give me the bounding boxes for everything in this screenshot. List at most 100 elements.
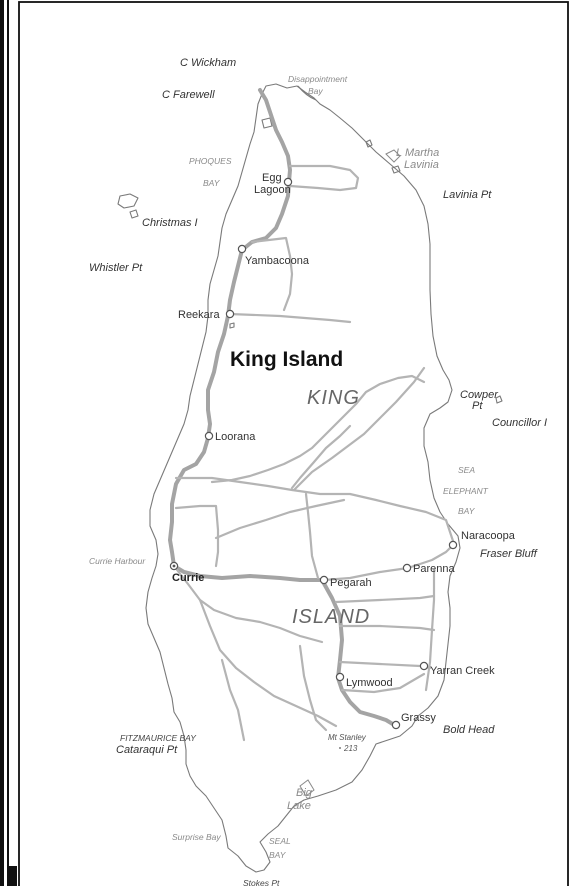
town-currie-marker-inner bbox=[172, 564, 176, 568]
town-yarran-creek-marker bbox=[419, 661, 429, 671]
road-south-central bbox=[298, 644, 328, 732]
sea-elephant-bay-label-1: SEA bbox=[458, 465, 475, 475]
town-lymwood-label: Lymwood bbox=[346, 677, 393, 689]
town-lymwood[interactable]: Lymwood bbox=[335, 672, 393, 689]
seal-bay-label-1: SEAL bbox=[269, 836, 291, 846]
town-naracoopa-label: Naracoopa bbox=[461, 530, 516, 542]
town-yambacoona-marker bbox=[237, 244, 247, 254]
phoques-bay-label-1: PHOQUES bbox=[189, 156, 232, 166]
lake-martha-lavinia-label-2: Lavinia bbox=[404, 159, 439, 171]
road-currie-south bbox=[172, 564, 324, 644]
town-parenna-marker bbox=[402, 563, 412, 573]
town-parenna[interactable]: Parenna bbox=[402, 563, 455, 575]
road-south-parallel-3 bbox=[338, 660, 432, 670]
left-border-bar-inner bbox=[7, 0, 9, 886]
town-grassy[interactable]: Grassy bbox=[391, 712, 436, 730]
road-yambacoona-east bbox=[250, 236, 294, 312]
councillor-island-label: Councillor I bbox=[492, 417, 547, 429]
road-south-parallel-1 bbox=[334, 594, 436, 604]
lake-martha-lavinia bbox=[385, 149, 401, 163]
disappointment-bay-label-2: Bay bbox=[308, 86, 323, 96]
fitzmaurice-bay-label: FITZMAURICE BAY bbox=[120, 733, 197, 743]
town-naracoopa[interactable]: Naracoopa bbox=[448, 530, 516, 550]
town-egg-lagoon-label-1: Egg bbox=[262, 172, 282, 184]
town-currie-label: Currie bbox=[172, 572, 204, 584]
town-yambacoona[interactable]: Yambacoona bbox=[237, 244, 310, 267]
town-loorana-label: Loorana bbox=[215, 431, 256, 443]
town-yarran-creek-label: Yarran Creek bbox=[430, 665, 495, 677]
seal-bay-label-2: BAY bbox=[269, 850, 287, 860]
lavinia-point-label: Lavinia Pt bbox=[443, 189, 492, 201]
town-reekara-label: Reekara bbox=[178, 309, 220, 321]
town-loorana-marker bbox=[204, 431, 214, 441]
town-yambacoona-label: Yambacoona bbox=[245, 255, 310, 267]
christmas-island-label: Christmas I bbox=[142, 217, 198, 229]
town-lymwood-marker bbox=[335, 672, 345, 682]
councillor-island bbox=[495, 395, 503, 404]
big-lake-label-2: Lake bbox=[287, 800, 311, 812]
town-pegarah[interactable]: Pegarah bbox=[319, 575, 372, 589]
islet-lavinia bbox=[391, 165, 401, 174]
road-north-central bbox=[290, 424, 352, 490]
town-reekara-marker bbox=[225, 309, 235, 319]
cataraqui-point-label: Cataraqui Pt bbox=[116, 744, 178, 756]
bottom-corner-mark bbox=[8, 866, 17, 886]
whistler-point-label: Whistler Pt bbox=[89, 262, 143, 274]
road-southwest-1 bbox=[198, 598, 338, 728]
surprise-bay-label: Surprise Bay bbox=[172, 832, 221, 842]
road-yarran-creek bbox=[340, 672, 426, 694]
road-northeast bbox=[292, 366, 426, 492]
sea-elephant-bay-label-2: ELEPHANT bbox=[443, 486, 489, 496]
region-king-label: KING bbox=[307, 387, 360, 409]
fraser-bluff-label: Fraser Bluff bbox=[480, 548, 538, 560]
disappointment-bay-label-1: Disappointment bbox=[288, 74, 348, 84]
road-southwest-2 bbox=[220, 658, 246, 742]
town-grassy-marker bbox=[391, 720, 401, 730]
road-central-diagonal bbox=[210, 374, 426, 484]
road-pegarah-north bbox=[304, 492, 320, 580]
mt-stanley-marker bbox=[339, 747, 341, 749]
big-lake bbox=[299, 779, 315, 797]
cape-wickham-label: C Wickham bbox=[180, 57, 236, 69]
highway-pegarah-grassy bbox=[320, 578, 398, 728]
town-parenna-label: Parenna bbox=[413, 563, 455, 575]
bold-head-label: Bold Head bbox=[443, 724, 495, 736]
town-egg-lagoon-label-2: Lagoon bbox=[254, 184, 291, 196]
christmas-island bbox=[117, 193, 139, 209]
town-pegarah-label: Pegarah bbox=[330, 577, 372, 589]
left-border-bar-outer bbox=[0, 0, 4, 886]
town-currie[interactable]: Currie bbox=[169, 561, 204, 584]
town-pegarah-marker bbox=[319, 575, 329, 585]
islet-lavinia-2 bbox=[365, 139, 373, 148]
sea-elephant-bay-label-3: BAY bbox=[458, 506, 476, 516]
road-mid-east-west bbox=[174, 476, 456, 546]
road-east-vertical bbox=[424, 568, 436, 692]
mt-stanley-label: Mt Stanley bbox=[328, 733, 367, 742]
island-coastline bbox=[145, 83, 461, 873]
big-lake-label-1: Big bbox=[296, 787, 313, 799]
cowper-point-label-1: Cowper bbox=[460, 389, 499, 401]
town-egg-lagoon[interactable]: Egg Lagoon bbox=[254, 172, 293, 196]
christmas-island-islet bbox=[129, 209, 139, 219]
road-west-grid bbox=[174, 504, 220, 568]
lake-martha-lavinia-label-1: L Martha bbox=[396, 147, 439, 159]
town-reekara[interactable]: Reekara bbox=[178, 309, 235, 321]
town-grassy-label: Grassy bbox=[401, 712, 436, 724]
disappointment-bay-inlet bbox=[297, 85, 317, 101]
town-yarran-creek[interactable]: Yarran Creek bbox=[419, 661, 495, 677]
mt-stanley-height-label: 213 bbox=[343, 744, 358, 753]
road-west-link bbox=[214, 498, 346, 540]
islet-near-cape-farewell bbox=[261, 117, 273, 129]
map-title: King Island bbox=[230, 348, 343, 371]
town-loorana[interactable]: Loorana bbox=[204, 431, 256, 443]
town-egg-lagoon-marker bbox=[283, 177, 293, 187]
town-naracoopa-marker bbox=[448, 540, 458, 550]
cowper-point-label-2: Pt bbox=[472, 400, 483, 412]
currie-harbour-label: Currie Harbour bbox=[89, 556, 146, 566]
stokes-point-label: Stokes Pt bbox=[243, 878, 280, 886]
road-south-parallel-2 bbox=[338, 624, 436, 632]
map-frame bbox=[18, 1, 569, 886]
cape-farewell-label: C Farewell bbox=[162, 89, 215, 101]
road-egg-lagoon-loop bbox=[288, 164, 360, 192]
